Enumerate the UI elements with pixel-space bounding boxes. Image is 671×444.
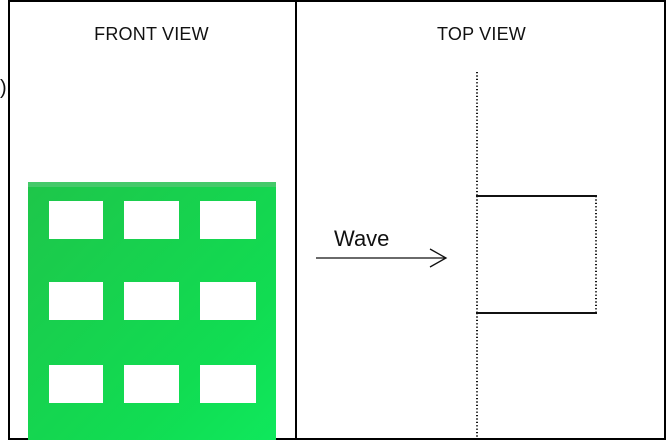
- top-view-drawing: [316, 72, 597, 438]
- stray-parenthesis: ): [0, 77, 7, 99]
- diagram-frame: [8, 0, 666, 440]
- panel-opening: [200, 282, 256, 320]
- panel-opening: [49, 365, 103, 403]
- front-view-panel: [28, 182, 276, 440]
- panel-opening: [124, 365, 179, 403]
- panel-top-edge: [28, 182, 276, 189]
- panel-opening: [200, 201, 256, 239]
- panel-opening: [49, 282, 103, 320]
- wave-arrow-icon: [316, 248, 448, 268]
- panel-opening: [49, 201, 103, 239]
- panel-openings: [49, 201, 256, 403]
- top-view-title: TOP VIEW: [437, 24, 526, 44]
- wave-label: Wave: [334, 226, 390, 251]
- panel-opening: [200, 365, 256, 403]
- panel-opening: [124, 201, 179, 239]
- front-view-title: FRONT VIEW: [94, 24, 209, 44]
- panel-opening: [124, 282, 179, 320]
- panel-divider: [295, 0, 297, 440]
